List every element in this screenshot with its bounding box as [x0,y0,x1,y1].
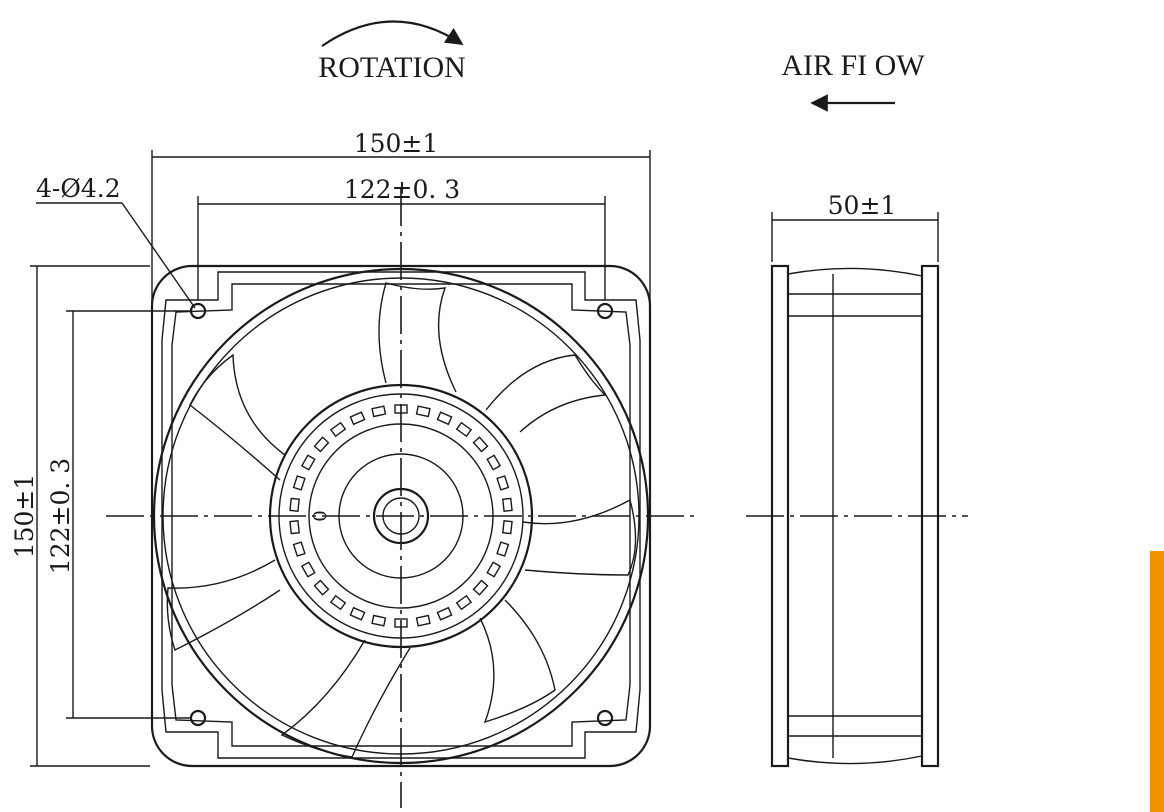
hole-spacing-vertical-label: 122±0. 3 [46,458,75,574]
hub-slot [486,561,502,578]
side-body-bottom [787,715,923,765]
hub-slot [329,594,347,611]
hub-slot [436,606,453,621]
hub-slot [300,561,316,578]
hub-slot [289,520,300,535]
airflow-label: AIR FI OW [781,49,925,82]
blade-1 [378,282,457,393]
side-view: 50±1 [746,191,968,768]
hub-slot [300,454,316,471]
hub-slot [289,497,300,512]
hub-slot [496,475,510,491]
hub-slot [436,411,453,426]
side-body-top [787,267,923,317]
blade-2 [485,354,607,433]
hub-slot [313,436,330,453]
rotation-label: ROTATION [318,51,466,84]
fan-frame-inner [161,271,641,759]
hub-slot [415,614,431,627]
hub-slot [496,541,510,557]
hole-callout-label: 4-Ø4.2 [36,174,121,203]
blade-4 [479,599,556,724]
hub-mark: 0 [310,510,331,521]
airflow-indicator: AIR FI OW [781,49,925,112]
front-view: 0 [106,188,698,808]
hole-spacing-horizontal-label: 122±0. 3 [344,175,460,204]
blade-5 [280,639,411,758]
hub-slot [329,421,347,438]
overall-height-label: 150±1 [10,474,39,559]
hub-slot [415,405,431,418]
hub-slot [371,405,387,418]
rotation-indicator: ROTATION [318,20,466,84]
blade-6 [166,559,281,651]
depth-label: 50±1 [828,191,897,220]
overall-width-label: 150±1 [354,129,439,158]
fan-blades [166,282,637,758]
mounting-hole-top-right [596,302,614,320]
hub-slot [349,606,366,621]
mounting-hole-bottom-right [596,709,614,727]
rotation-arrow-icon [321,20,464,47]
hub-slot [292,475,306,491]
mounting-hole-top-left [189,302,207,320]
hub-slot [292,541,306,557]
mounting-holes [189,302,614,727]
hub-slot [486,454,502,471]
blade-7 [189,353,286,481]
hub-slot [472,579,489,596]
blade-3 [522,498,637,576]
hub-slot [371,614,387,627]
hub-slot [455,594,473,611]
hub-slot [313,579,330,596]
mounting-hole-bottom-left [189,709,207,727]
hub-slot [502,520,513,535]
front-dimensions: 150±1 122±0. 3 4-Ø4.2 150±1 122±0. 3 [10,129,651,767]
hub-slot [472,436,489,453]
hub-slot [349,411,366,426]
hub-slot [502,497,513,512]
accent-bar [1150,551,1164,812]
hub-slot [455,421,473,438]
